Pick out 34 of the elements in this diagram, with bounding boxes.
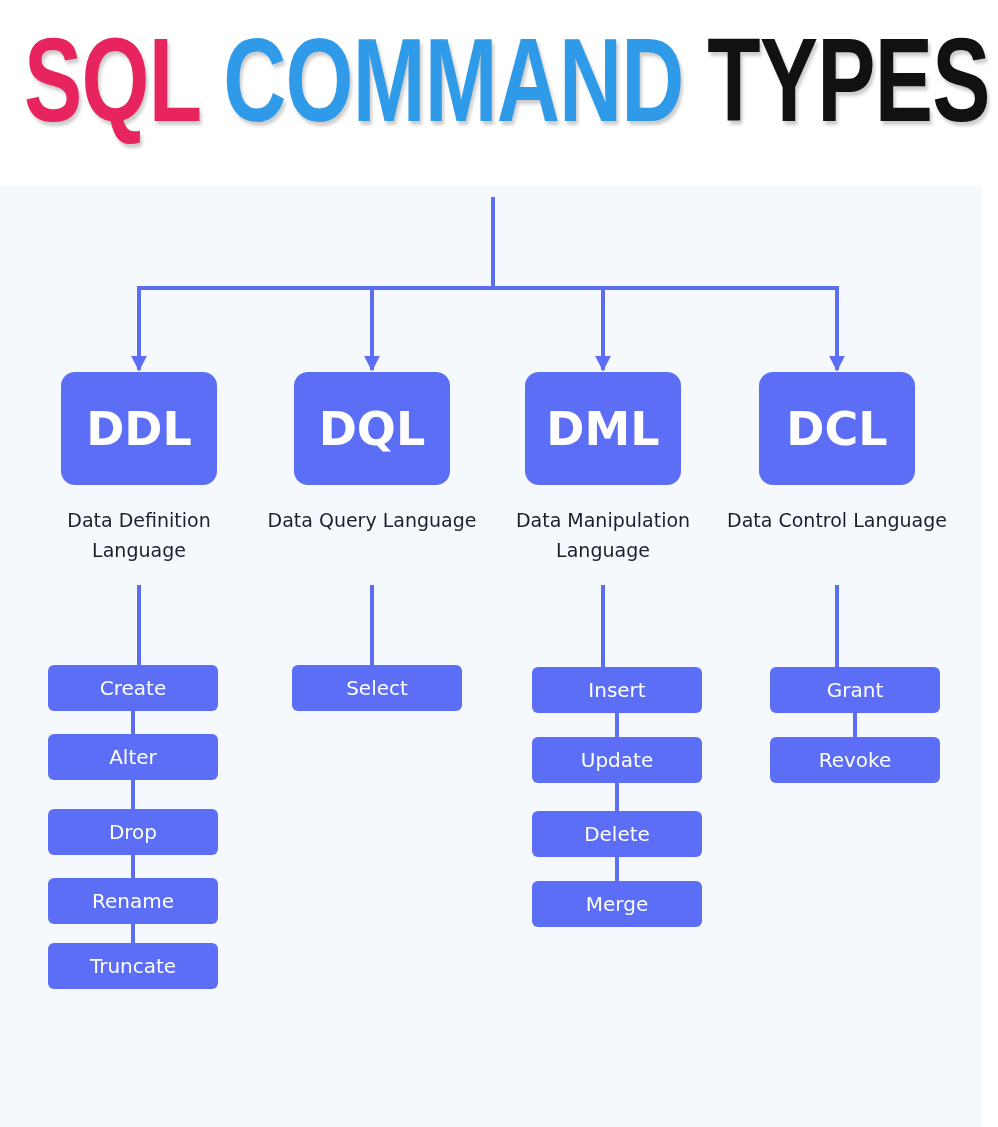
title: SQL COMMAND TYPES	[24, 13, 990, 148]
category-description: Data Control Language	[726, 508, 948, 533]
command-box: Grant	[770, 667, 940, 713]
command-box: Create	[48, 665, 218, 711]
category-box: DDL	[61, 372, 217, 485]
command-box: Revoke	[770, 737, 940, 783]
category-box: DQL	[294, 372, 450, 485]
connector-line	[853, 713, 857, 737]
category-description: Data Manipulation Language	[514, 508, 692, 563]
connector-line	[131, 780, 135, 809]
command-box: Delete	[532, 811, 702, 857]
connector-line	[131, 855, 135, 878]
arrow	[491, 197, 845, 372]
category-box: DCL	[759, 372, 915, 485]
category-description: Data Query Language	[266, 508, 478, 533]
category-description: Data Definition Language	[66, 508, 212, 563]
command-box: Truncate	[48, 943, 218, 989]
connector-line	[370, 585, 374, 665]
connector-line	[615, 783, 619, 811]
command-box: Update	[532, 737, 702, 783]
command-box: Alter	[48, 734, 218, 780]
connector-line	[601, 585, 605, 667]
connector-line	[131, 711, 135, 734]
connector-line	[137, 585, 141, 665]
command-box: Drop	[48, 809, 218, 855]
command-box: Select	[292, 665, 462, 711]
connector-line	[131, 924, 135, 943]
command-box: Insert	[532, 667, 702, 713]
category-box: DML	[525, 372, 681, 485]
connector-line	[615, 857, 619, 881]
connector-line	[615, 713, 619, 737]
command-box: Merge	[532, 881, 702, 927]
connector-line	[835, 585, 839, 667]
command-box: Rename	[48, 878, 218, 924]
